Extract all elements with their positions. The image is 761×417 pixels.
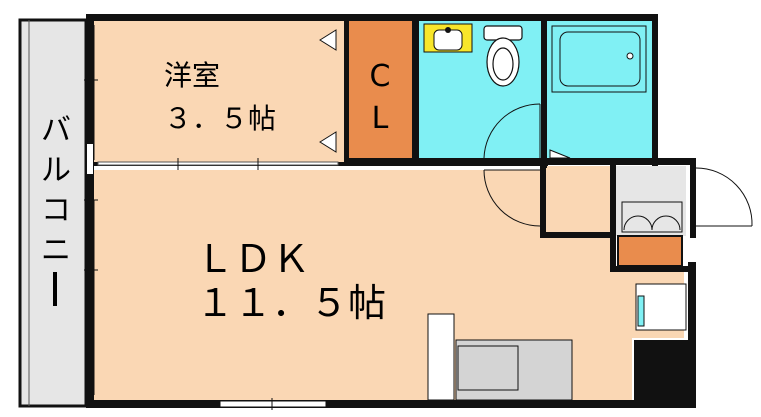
western-room-name: 洋室 (164, 59, 220, 92)
kitchen-counter (427, 313, 573, 401)
balcony-char: コ (41, 193, 71, 228)
bathroom (546, 20, 652, 158)
window-marks (84, 25, 98, 395)
ldk-name: ＬＤＫ (196, 237, 310, 281)
bathtub (551, 25, 647, 93)
bottom-window (219, 398, 327, 410)
balcony (18, 18, 88, 408)
shoe-cabinet (617, 235, 683, 267)
washer-space (635, 283, 687, 331)
ldk-size: １１．５帖 (196, 281, 386, 325)
western-room-floor (92, 20, 348, 164)
bath-door (549, 149, 571, 159)
refrigerator-space (634, 340, 692, 404)
closet-door-marks (319, 29, 337, 153)
closet-label-top: C (370, 59, 391, 94)
sliding-door (97, 158, 339, 170)
ldk-door (483, 169, 541, 227)
closet-label-bottom: L (372, 101, 389, 136)
genkan-doors (621, 201, 683, 233)
balcony-char: ル (41, 153, 71, 188)
entrance (546, 166, 612, 232)
genkan (614, 166, 686, 236)
western-room-size: ３．５帖 (164, 102, 276, 135)
balcony-label: バ ル コ ニ (41, 113, 71, 306)
window-gap (87, 144, 93, 174)
wash-basin (423, 23, 473, 53)
closet (348, 20, 413, 160)
balcony-char: バ (41, 113, 71, 148)
balcony-char: ニ (41, 233, 71, 268)
entrance-door (695, 167, 753, 227)
toilet (483, 25, 523, 87)
toilet-door (483, 103, 541, 159)
balcony-char-dash (53, 272, 57, 306)
